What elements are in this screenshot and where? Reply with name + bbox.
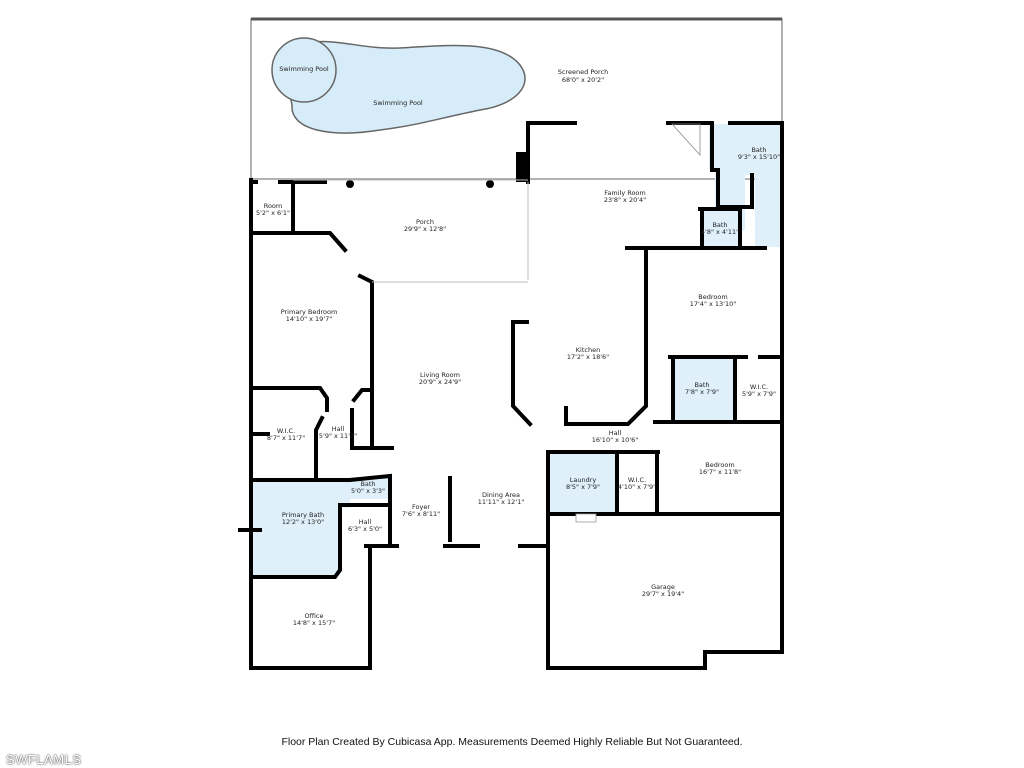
size-foyer: 7'6" x 8'11" [402, 510, 440, 518]
spa-pool [271, 37, 337, 103]
wet-room-fills [252, 124, 780, 575]
size-wic-right: 5'9" x 7'9" [742, 390, 776, 398]
size-primary-bedroom: 14'10" x 19'7" [286, 315, 332, 323]
size-living-room: 20'9" x 24'9" [419, 378, 461, 386]
label-bedroom-1: Bedroom [698, 293, 727, 301]
label-bath-small: Bath [712, 221, 727, 229]
stairs [671, 123, 701, 157]
label-hall-small: Hall [359, 518, 372, 526]
size-hall-center: 16'10" x 10'6" [592, 436, 638, 444]
label-dining-area: Dining Area [482, 491, 520, 499]
size-bath-small: 4'8" x 4'11" [701, 228, 739, 236]
column [486, 180, 494, 188]
watermark-logo: SWFLAMLS [6, 752, 82, 767]
label-room: Room [264, 202, 283, 210]
size-room: 5'2" x 6'1" [256, 209, 290, 217]
label-bath-mid: Bath [694, 381, 709, 389]
floor-plan-caption: Floor Plan Created By Cubicasa App. Meas… [281, 736, 743, 748]
label-garage: Garage [651, 583, 675, 591]
column [346, 180, 354, 188]
label-wic-right: W.I.C. [750, 383, 768, 391]
label-pool-small: Swimming Pool [279, 65, 329, 73]
label-pool: Swimming Pool [373, 99, 423, 107]
size-bedroom-1: 17'4" x 13'10" [690, 300, 736, 308]
label-laundry: Laundry [570, 476, 597, 484]
room-labels: Swimming Pool Swimming Pool Screened Por… [256, 65, 780, 627]
size-dining-area: 11'11" x 12'1" [478, 498, 524, 506]
label-porch: Porch [416, 218, 434, 226]
label-primary-bath: Primary Bath [282, 511, 324, 519]
laundry-door [575, 513, 597, 523]
size-screened-porch: 68'0" x 20'2" [562, 76, 604, 84]
label-bath-upper: Bath [751, 146, 766, 154]
label-primary-bedroom: Primary Bedroom [281, 308, 338, 316]
size-bath-upper: 9'3" x 15'10" [738, 153, 780, 161]
label-bedroom-2: Bedroom [705, 461, 734, 469]
size-porch: 29'9" x 12'8" [404, 225, 446, 233]
size-laundry: 8'5" x 7'9" [566, 483, 600, 491]
label-bath-tiny: Bath [360, 480, 375, 488]
label-office: Office [305, 612, 324, 620]
label-living-room: Living Room [420, 371, 460, 379]
label-family-room: Family Room [604, 189, 646, 197]
size-garage: 29'7" x 19'4" [642, 590, 684, 598]
label-hall-center: Hall [609, 429, 622, 437]
size-wic-laundry: 4'10" x 7'9" [618, 483, 656, 491]
size-family-room: 23'8" x 20'4" [604, 196, 646, 204]
size-wic-left: 8'7" x 11'7" [267, 434, 305, 442]
size-hall-left: 5'9" x 11'3" [319, 432, 357, 440]
swimming-pool [288, 40, 526, 134]
label-screened-porch: Screened Porch [558, 68, 608, 76]
fireplace [516, 152, 528, 182]
label-wic-left: W.I.C. [277, 427, 295, 435]
size-bath-mid: 7'8" x 7'9" [685, 388, 719, 396]
label-hall-left: Hall [332, 425, 345, 433]
size-bath-tiny: 5'0" x 3'3" [351, 487, 385, 495]
size-primary-bath: 12'2" x 13'0" [282, 518, 324, 526]
label-kitchen: Kitchen [576, 346, 600, 354]
size-bedroom-2: 16'7" x 11'8" [699, 468, 741, 476]
label-wic-laundry: W.I.C. [628, 476, 646, 484]
size-office: 14'8" x 15'7" [293, 619, 335, 627]
size-kitchen: 17'2" x 18'6" [567, 353, 609, 361]
size-hall-small: 6'3" x 5'0" [348, 525, 382, 533]
label-foyer: Foyer [412, 503, 430, 511]
